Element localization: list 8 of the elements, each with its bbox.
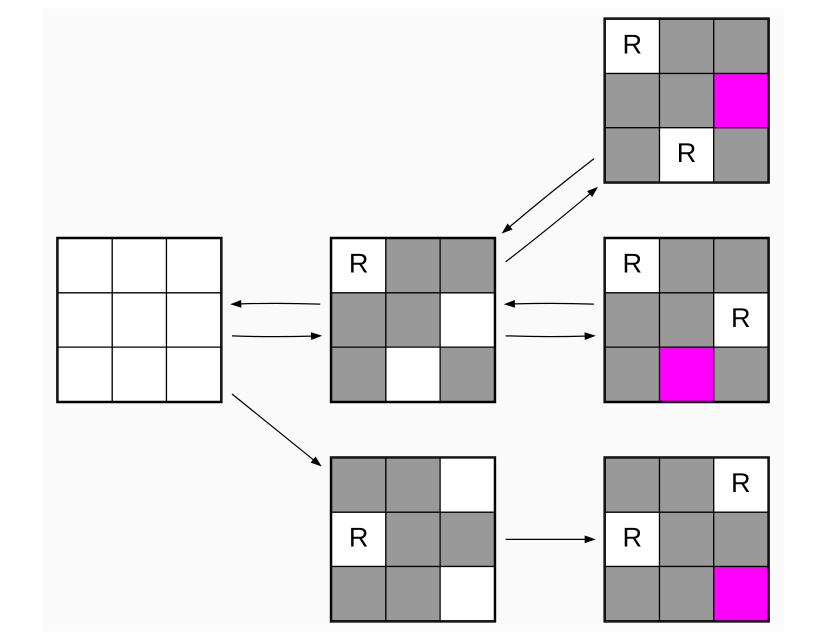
arrow (230, 300, 320, 308)
arrow (501, 158, 594, 234)
arrow (504, 186, 598, 262)
arrow (505, 332, 596, 340)
arrow (232, 332, 322, 340)
arrow (503, 300, 594, 308)
arrow (505, 536, 596, 544)
arrow (231, 393, 322, 467)
